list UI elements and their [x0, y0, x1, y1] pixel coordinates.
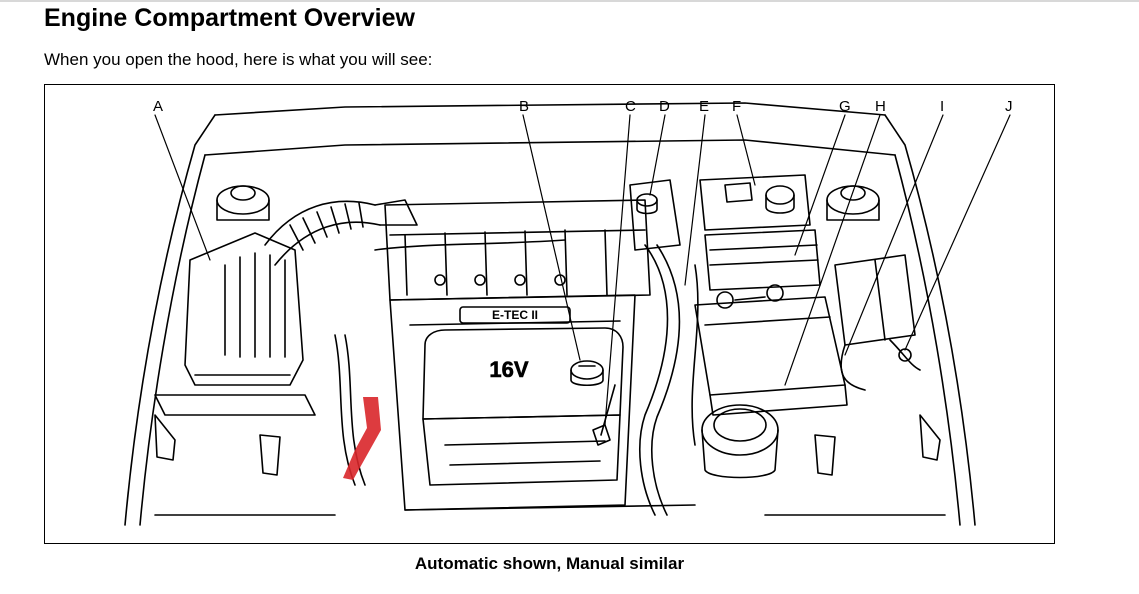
engine-oil-dipstick — [592, 384, 616, 446]
relay-center — [834, 254, 921, 391]
intake-manifold — [374, 199, 651, 301]
brake-fluid-reservoir — [699, 174, 811, 231]
callout-d: D — [659, 98, 670, 115]
engine-compartment-figure: E-TEC II 16V A B C D E F G H I J — [44, 84, 1055, 544]
engine-cover-text: 16V — [489, 357, 528, 382]
callout-f: F — [732, 98, 741, 115]
oil-fill-cap — [570, 360, 604, 387]
coolant-reservoir — [629, 179, 681, 251]
figure-caption: Automatic shown, Manual similar — [414, 554, 685, 573]
battery — [694, 284, 848, 416]
callout-leader-lines — [154, 114, 1011, 426]
fender-outline — [124, 102, 976, 526]
strut-tower-left — [216, 185, 270, 221]
top-rule — [0, 0, 1139, 2]
washer-fluid-reservoir — [701, 404, 779, 479]
callout-a: A — [153, 98, 163, 115]
callout-b: B — [519, 98, 529, 115]
engine-compartment-illustration: E-TEC II 16V A B C D E F G H I J — [124, 98, 1013, 526]
air-cleaner-assembly — [154, 232, 316, 416]
callout-j: J — [1005, 98, 1013, 115]
engine-cover-badge: E-TEC II — [492, 308, 538, 322]
radiator-support — [154, 414, 941, 511]
intro-text: When you open the hood, here is what you… — [44, 50, 433, 69]
page-title: Engine Compartment Overview — [44, 4, 415, 32]
intake-duct — [264, 199, 418, 266]
callout-c: C — [625, 98, 636, 115]
fuse-block — [704, 229, 821, 291]
engine-cover — [389, 294, 636, 511]
callout-h: H — [875, 98, 886, 115]
strut-tower-right — [826, 185, 880, 221]
highlight-marking — [343, 397, 381, 480]
callout-i: I — [940, 98, 944, 115]
callout-g: G — [839, 98, 851, 115]
callout-e: E — [699, 98, 709, 115]
